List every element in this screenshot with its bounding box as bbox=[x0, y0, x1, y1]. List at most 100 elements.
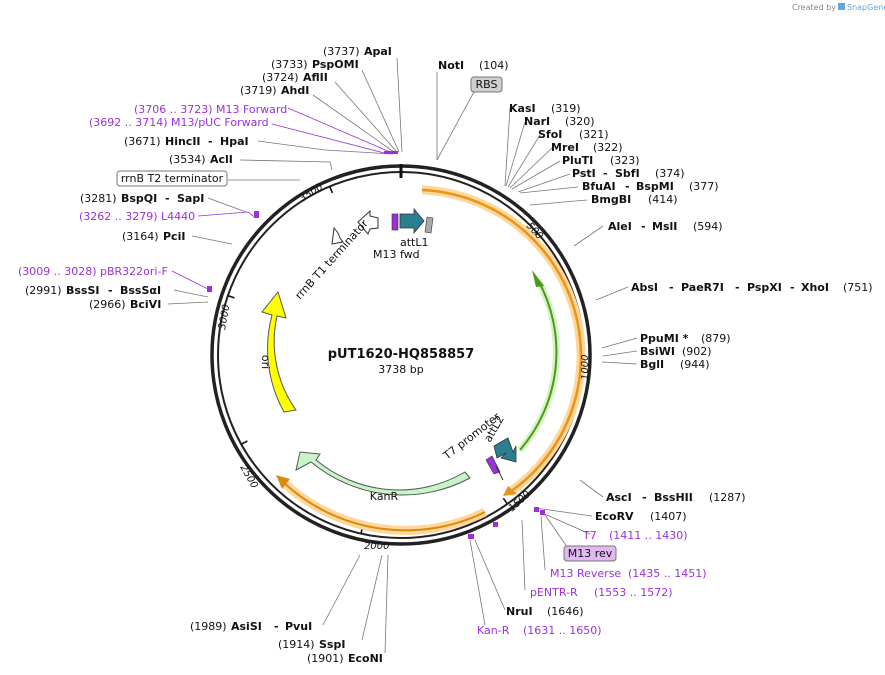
primer-pentr-range: (1553 .. 1572) bbox=[594, 586, 673, 599]
site-asisi-name: AsiSI bbox=[231, 620, 262, 633]
tick-mark-2500 bbox=[240, 440, 248, 446]
primer-pbr322-name: pBR322ori-F bbox=[100, 265, 168, 278]
site-alei-pos: (594) bbox=[693, 220, 723, 233]
site-econi-pos: (1901) bbox=[307, 652, 344, 665]
primer-leader-lines bbox=[171, 107, 391, 291]
ori-feature-label: ori bbox=[259, 355, 272, 369]
site-bsssai-sep: - bbox=[108, 284, 113, 297]
site-ppumi-name: PpuMI * bbox=[640, 332, 689, 345]
site-sfoi-pos: (321) bbox=[579, 128, 609, 141]
site-nari-pos: (320) bbox=[565, 115, 595, 128]
primer-kanr-range: (1631 .. 1650) bbox=[523, 624, 602, 637]
site-bsiwi-pos: (902) bbox=[682, 345, 712, 358]
rbs-box bbox=[470, 76, 503, 93]
tick-label-3500: 3500 bbox=[298, 182, 325, 205]
tick-label-3000: 3000 bbox=[217, 304, 232, 331]
tick-mark-3000 bbox=[227, 294, 235, 299]
site-acli-pos: (3534) bbox=[169, 153, 206, 166]
m13-fwd-label: M13 fwd bbox=[373, 248, 420, 261]
brand-text: SnapGene bbox=[847, 3, 885, 12]
site-ahdi-pos: (3719) bbox=[240, 84, 277, 97]
site-sspi-pos: (1914) bbox=[278, 638, 315, 651]
primer-kanr-name: Kan-R bbox=[477, 624, 510, 637]
site-pspxi-name: PspXI bbox=[747, 281, 782, 294]
primer-m13puc-range: (3692 .. 3714) bbox=[89, 116, 168, 129]
site-ppumi-pos: (879) bbox=[701, 332, 731, 345]
leader-lines bbox=[167, 57, 638, 654]
site-bmgbi-name: BmgBI bbox=[591, 193, 631, 206]
site-xhoi-name: XhoI bbox=[801, 281, 829, 294]
site-bsshii-sep: - bbox=[642, 491, 647, 504]
site-asci-pos: (1287) bbox=[709, 491, 746, 504]
plasmid-name: pUT1620-HQ858857 bbox=[328, 347, 475, 362]
site-aflii-pos: (3724) bbox=[262, 71, 299, 84]
site-psti-pos: (374) bbox=[655, 167, 685, 180]
primer-m13puc-name: M13/pUC Forward bbox=[171, 116, 269, 129]
primer-t7-range: (1411 .. 1430) bbox=[609, 529, 688, 542]
site-acli-name: AclI bbox=[210, 153, 233, 166]
primer-l4440-range: (3262 .. 3279) bbox=[79, 210, 158, 223]
rrnb-t2-label: rrnB T2 terminator bbox=[121, 172, 224, 185]
site-noti-pos: (104) bbox=[479, 59, 509, 72]
primer-pbr322-range: (3009 .. 3028) bbox=[18, 265, 97, 278]
site-bcivi-pos: (2966) bbox=[89, 298, 126, 311]
primer-m13fwd-name: M13 Forward bbox=[216, 103, 287, 116]
site-bsshii-name: BssHII bbox=[654, 491, 693, 504]
site-asci-name: AscI bbox=[606, 491, 632, 504]
site-bfuai-name: BfuAI bbox=[582, 180, 616, 193]
site-pluti-pos: (323) bbox=[610, 154, 640, 167]
site-sapi-sep: - bbox=[165, 192, 170, 205]
site-pluti-name: PluTI bbox=[562, 154, 593, 167]
site-ecorv-name: EcoRV bbox=[595, 510, 634, 523]
site-mrei-pos: (322) bbox=[593, 141, 623, 154]
plasmid-size: 3738 bp bbox=[378, 363, 423, 376]
primer-m13fwd-range: (3706 .. 3723) bbox=[134, 103, 213, 116]
site-nrui-name: NruI bbox=[506, 605, 533, 618]
site-bfuai-pos: (377) bbox=[689, 180, 719, 193]
site-absi-pos: (751) bbox=[843, 281, 873, 294]
tick-label-1000: 1000 bbox=[580, 355, 591, 380]
site-paer7i-sep: - bbox=[669, 281, 674, 294]
site-bsssi-pos: (2991) bbox=[25, 284, 62, 297]
site-bgli-pos: (944) bbox=[680, 358, 710, 371]
site-pspomi-pos: (3733) bbox=[271, 58, 308, 71]
site-alei-name: AleI bbox=[608, 220, 632, 233]
site-ecorv-pos: (1407) bbox=[650, 510, 687, 523]
primer-m13rev-range: (1435 .. 1451) bbox=[628, 567, 707, 580]
site-kasi-name: KasI bbox=[509, 102, 536, 115]
site-absi-name: AbsI bbox=[631, 281, 658, 294]
site-bspqi-name: BspQI bbox=[121, 192, 157, 205]
site-pcii-pos: (3164) bbox=[122, 230, 159, 243]
site-bspmi-sep: - bbox=[625, 180, 630, 193]
site-bgli-name: BglI bbox=[640, 358, 664, 371]
tick-mark-1500 bbox=[502, 497, 509, 505]
site-noti-name: NotI bbox=[438, 59, 464, 72]
site-hincii-name: HincII bbox=[165, 135, 201, 148]
site-bspqi-pos: (3281) bbox=[80, 192, 117, 205]
site-bsssi-name: BssSI bbox=[66, 284, 100, 297]
snapgene-logo-icon bbox=[838, 3, 845, 10]
site-apai-pos: (3737) bbox=[323, 45, 360, 58]
site-ahdi-name: AhdI bbox=[281, 84, 309, 97]
attl1-label: attL1 bbox=[400, 236, 429, 249]
site-xhoi-sep: - bbox=[790, 281, 795, 294]
site-pvui-name: PvuI bbox=[285, 620, 312, 633]
site-apai-name: ApaI bbox=[364, 45, 392, 58]
m13-rev-box-label: M13 rev bbox=[568, 547, 613, 560]
primer-marks bbox=[207, 151, 545, 539]
site-bcivi-name: BciVI bbox=[130, 298, 161, 311]
site-pspxi-sep: - bbox=[735, 281, 740, 294]
site-hpai-name: HpaI bbox=[220, 135, 249, 148]
site-sspi-name: SspI bbox=[319, 638, 345, 651]
site-sfoi-name: SfoI bbox=[538, 128, 562, 141]
site-nrui-pos: (1646) bbox=[547, 605, 584, 618]
site-aflii-name: AflII bbox=[303, 71, 328, 84]
site-sbfi-sep: - bbox=[603, 167, 608, 180]
rrnb-t1-label: rrnB T1 terminator bbox=[293, 217, 371, 302]
site-msli-sep: - bbox=[641, 220, 646, 233]
primer-pentr-name: pENTR-R bbox=[530, 586, 578, 599]
site-pspomi-name: PspOMI bbox=[312, 58, 359, 71]
site-hincii-pos: (3671) bbox=[124, 135, 161, 148]
rbs-label: RBS bbox=[476, 78, 498, 91]
